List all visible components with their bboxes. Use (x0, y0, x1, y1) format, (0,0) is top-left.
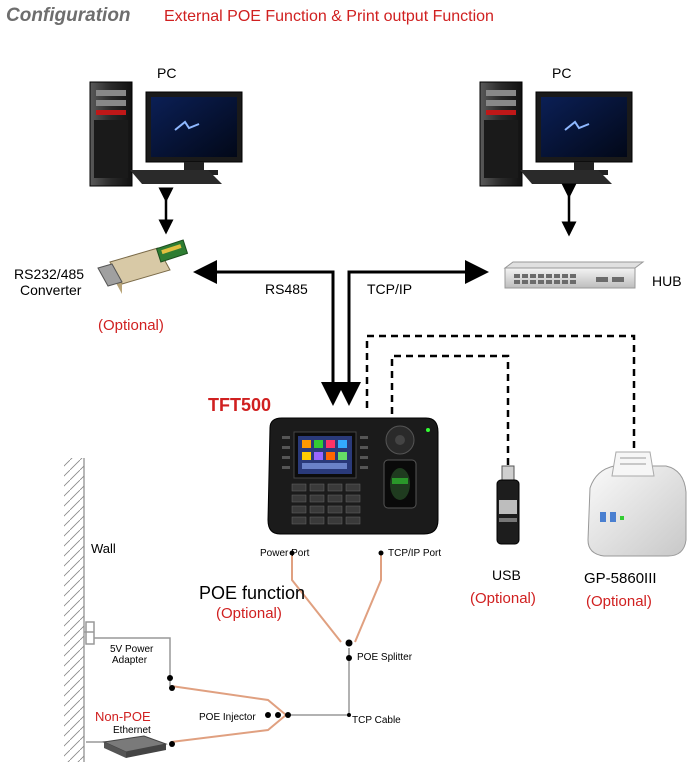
usb-label: USB (492, 567, 521, 583)
hub-label: HUB (652, 273, 682, 289)
wall-icon (64, 458, 85, 762)
poe-injector-label: POE Injector (199, 712, 256, 723)
pc-left-label: PC (157, 65, 177, 81)
printer-optional-label: (Optional) (586, 593, 652, 610)
adapter-label-line2: Adapter (112, 655, 148, 666)
printer-dashed-line (365, 334, 636, 452)
hub-icon (503, 261, 645, 289)
printer-icon (587, 451, 687, 557)
pc-left-icon (89, 81, 243, 187)
tcpip-port-label: TCP/IP Port (388, 548, 442, 559)
adapter-label-line1: 5V Power (110, 644, 154, 655)
device-label: TFT500 (208, 395, 272, 415)
usb-stick-icon (496, 465, 520, 545)
poe-wiring (170, 553, 382, 743)
converter-label-line1: RS232/485 (14, 266, 85, 282)
power-port-label: Power Port (260, 548, 310, 559)
usb-dashed-line (390, 354, 510, 466)
tcpip-label: TCP/IP (367, 281, 413, 297)
rs485-label: RS485 (265, 281, 308, 297)
pc-right-icon (479, 81, 633, 187)
tcp-cable-label: TCP Cable (352, 715, 401, 726)
tft500-device-icon (267, 417, 439, 535)
connector-dots (167, 550, 384, 747)
converter-label-line2: Converter (20, 282, 82, 298)
poe-optional-label: (Optional) (216, 605, 282, 622)
wall-label: Wall (91, 541, 116, 556)
converter-optional-label: (Optional) (98, 317, 164, 334)
poe-function-label: POE function (199, 583, 306, 603)
cable-wiring (84, 621, 350, 743)
printer-label: GP-5860III (584, 570, 657, 587)
ethernet-label: Ethernet (113, 725, 151, 736)
converter-icon (97, 239, 189, 294)
pc-right-label: PC (552, 65, 572, 81)
page-title: Configuration (6, 5, 131, 26)
tcpip-line (347, 260, 489, 400)
ethernet-device-icon (102, 735, 168, 758)
rs485-line (193, 260, 335, 400)
page-subtitle: External POE Function & Print output Fun… (164, 8, 494, 25)
poe-splitter-label: POE Splitter (357, 652, 413, 663)
non-poe-label: Non-POE (95, 709, 151, 724)
usb-optional-label: (Optional) (470, 590, 536, 607)
